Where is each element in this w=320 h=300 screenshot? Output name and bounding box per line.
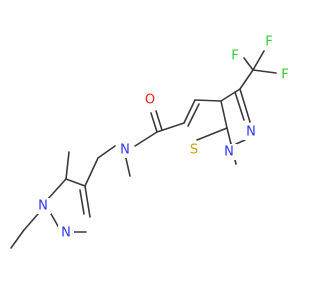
atom-f-1: F <box>227 48 243 64</box>
molecule-structure: O N N N N N S F <box>10 34 293 249</box>
atom-labels: O N N N N N S F <box>35 34 293 241</box>
atom-label-o: O <box>145 93 155 108</box>
bond <box>84 185 91 218</box>
bond <box>239 69 254 90</box>
bond <box>194 99 222 102</box>
bond <box>46 178 67 201</box>
bond <box>220 88 241 102</box>
bond <box>156 122 185 133</box>
bond <box>187 103 200 127</box>
atom-o: O <box>142 92 158 108</box>
bond <box>155 110 163 131</box>
atom-label-f-1: F <box>231 49 238 64</box>
atom-label-n-pyrazole-1: N <box>38 199 48 214</box>
bond <box>226 127 232 145</box>
atom-label-n-amide: N <box>120 143 130 158</box>
bond <box>234 91 245 121</box>
bond <box>220 100 228 129</box>
bond <box>183 99 196 124</box>
bonds <box>10 50 277 249</box>
atom-n-ring-1: N <box>243 124 259 140</box>
bond <box>65 178 86 187</box>
atom-n-ring-2: N <box>221 144 237 160</box>
bond <box>97 145 116 159</box>
bond <box>134 131 158 147</box>
bond <box>79 189 85 215</box>
bond <box>23 213 39 231</box>
bond <box>196 127 228 141</box>
bond <box>239 88 251 123</box>
bond <box>84 157 99 187</box>
bond <box>150 112 158 133</box>
atom-s: S <box>186 142 202 158</box>
bond <box>10 229 25 249</box>
bond <box>243 57 254 71</box>
atom-label-n-ring-1: N <box>246 125 256 140</box>
bond <box>65 151 70 180</box>
bond <box>235 139 246 145</box>
atom-label-f-3: F <box>281 68 288 83</box>
bond <box>252 69 277 74</box>
atom-label-n-pyrazole-2: N <box>61 226 71 241</box>
molecule-canvas: O N N N N N S F <box>10 34 293 249</box>
bond <box>252 50 265 71</box>
atom-f-3: F <box>277 67 293 83</box>
atom-n-pyrazole-1: N <box>35 198 51 214</box>
atom-label-f-2: F <box>265 35 272 50</box>
atom-n-pyrazole-2: N <box>58 225 74 241</box>
atom-f-2: F <box>261 34 277 50</box>
atom-label-s: S <box>190 143 198 158</box>
atom-label-n-ring-2: N <box>224 145 234 160</box>
atom-n-amide: N <box>117 142 133 158</box>
